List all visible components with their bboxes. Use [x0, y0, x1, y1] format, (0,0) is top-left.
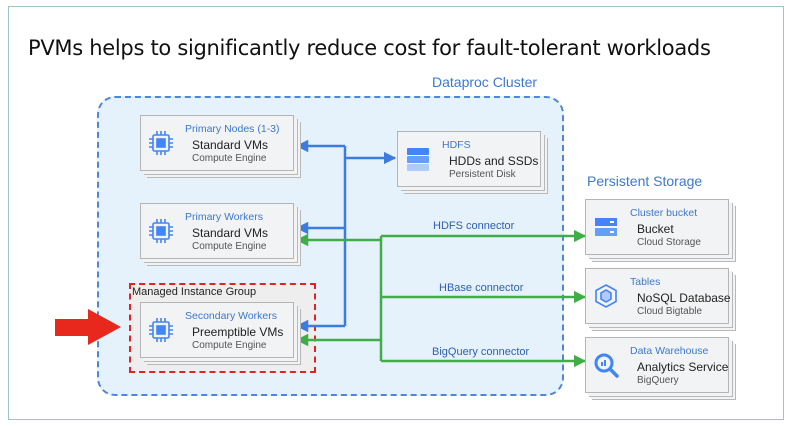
- card-main: HDDs and SSDs: [449, 154, 539, 168]
- card-sub: Compute Engine: [192, 340, 267, 351]
- card-main: Standard VMs: [192, 138, 269, 152]
- card-main: Bucket: [637, 222, 674, 236]
- card-title: HDFS: [442, 139, 471, 151]
- bigquery-icon: [594, 353, 619, 378]
- hdfs-connector-label: HDFS connector: [433, 220, 515, 232]
- cloud-storage-icon: [595, 218, 617, 236]
- card-title: Primary Nodes (1-3): [185, 123, 280, 135]
- primary-workers-card: Primary Workers Standard VMs Compute Eng…: [140, 203, 294, 259]
- card-main: Analytics Service: [637, 360, 729, 374]
- card-main: Preemptible VMs: [192, 325, 284, 339]
- slide-title: PVMs helps to significantly reduce cost …: [28, 36, 711, 60]
- card-title: Data Warehouse: [630, 345, 709, 357]
- storage-link-lines: [295, 229, 587, 368]
- card-sub: Cloud Storage: [637, 237, 701, 248]
- cpu-chip-icon: [149, 219, 173, 243]
- card-title: Cluster bucket: [630, 207, 698, 219]
- red-pointer-arrow: [55, 309, 121, 345]
- card-title: Primary Workers: [185, 211, 263, 223]
- card-sub: Compute Engine: [192, 241, 267, 252]
- persistent-disk-icon: [407, 148, 429, 171]
- card-main: Standard VMs: [192, 226, 269, 240]
- card-sub: Cloud Bigtable: [637, 306, 703, 317]
- card-title: Tables: [630, 276, 661, 288]
- dataproc-cluster-label: Dataproc Cluster: [432, 74, 538, 90]
- primary-nodes-card: Primary Nodes (1-3) Standard VMs Compute…: [140, 115, 294, 171]
- card-sub: BigQuery: [637, 375, 679, 386]
- tables-card: Tables NoSQL Database Cloud Bigtable: [585, 268, 731, 324]
- secondary-workers-card: Secondary Workers Preemptible VMs Comput…: [140, 302, 294, 358]
- managed-instance-group-label: Managed Instance Group: [132, 286, 257, 298]
- bigtable-icon: [595, 284, 617, 308]
- card-sub: Persistent Disk: [449, 169, 516, 180]
- cpu-chip-icon: [149, 131, 173, 155]
- hbase-connector-label: HBase connector: [439, 282, 524, 294]
- hdfs-link-lines: [295, 139, 397, 333]
- hdfs-card: HDFS HDDs and SSDs Persistent Disk: [397, 131, 541, 187]
- persistent-storage-label: Persistent Storage: [587, 173, 703, 189]
- data-warehouse-card: Data Warehouse Analytics Service BigQuer…: [585, 337, 729, 393]
- cpu-chip-icon: [149, 318, 173, 342]
- card-main: NoSQL Database: [637, 291, 731, 305]
- bigquery-connector-label: BigQuery connector: [432, 346, 530, 358]
- cluster-bucket-card: Cluster bucket Bucket Cloud Storage: [585, 199, 729, 255]
- card-title: Secondary Workers: [185, 310, 278, 322]
- card-sub: Compute Engine: [192, 153, 267, 164]
